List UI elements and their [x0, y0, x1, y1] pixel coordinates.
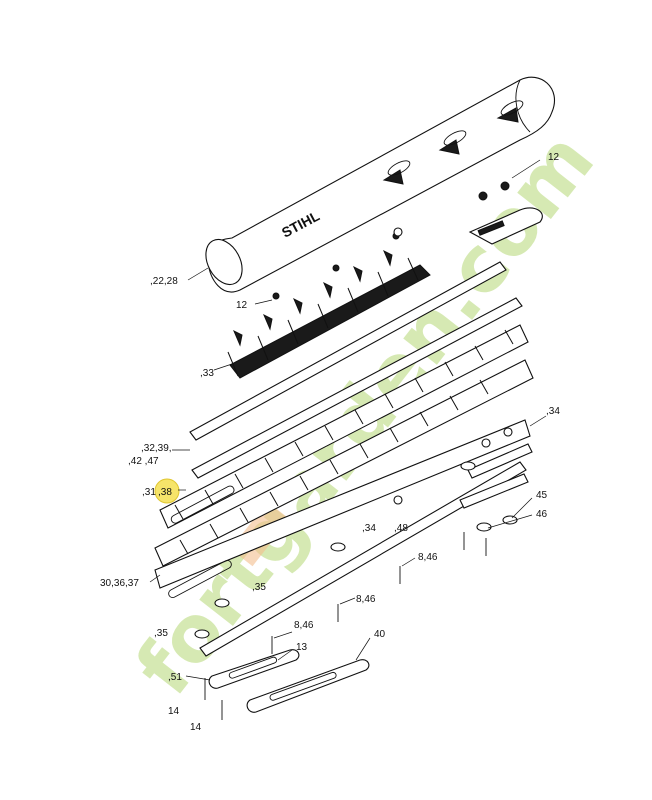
label-46: 46: [536, 509, 548, 520]
blade-cover: STIHL: [205, 76, 555, 293]
label-13: 13: [296, 642, 308, 653]
flat-bars: [189, 261, 527, 657]
label-8-46-c: 8,46: [294, 620, 314, 631]
label-8-46-b: 8,46: [356, 594, 376, 605]
label-12-mid: 12: [236, 300, 248, 311]
label-45: 45: [536, 490, 548, 501]
bolts: [204, 532, 487, 720]
label-35-b: ,35: [154, 628, 168, 639]
lower-blade: [154, 359, 534, 599]
part-labels: ,22,28 12 12 ,33 ,32,39, ,42 ,47 ,31 ,38…: [100, 152, 560, 733]
label-14-a: 14: [168, 706, 180, 717]
label-34-right: ,34: [546, 406, 560, 417]
label-14-b: 14: [190, 722, 202, 733]
bottom-plates: [208, 649, 370, 713]
label-40: 40: [374, 629, 386, 640]
label-31: ,31: [142, 487, 156, 498]
short-strips: [459, 443, 533, 509]
end-bracket: [468, 181, 543, 245]
upper-blade: [159, 324, 529, 529]
label-30-36-37: 30,36,37: [100, 578, 139, 589]
label-32-39: ,32,39,: [141, 443, 172, 454]
washers: [194, 227, 518, 639]
label-33: ,33: [200, 368, 214, 379]
label-8-46-a: 8,46: [418, 552, 438, 563]
label-34-mid: ,34: [362, 523, 376, 534]
label-51: ,51: [168, 672, 182, 683]
label-22-28: ,22,28: [150, 276, 178, 287]
leader-lines: [149, 159, 547, 681]
label-42-47: ,42 ,47: [128, 456, 159, 467]
label-48: ,48: [394, 523, 408, 534]
label-35-a: ,35: [252, 582, 266, 593]
label-12-top: 12: [548, 152, 560, 163]
highlight-marker: [154, 478, 180, 504]
label-38: ,38: [158, 487, 172, 498]
